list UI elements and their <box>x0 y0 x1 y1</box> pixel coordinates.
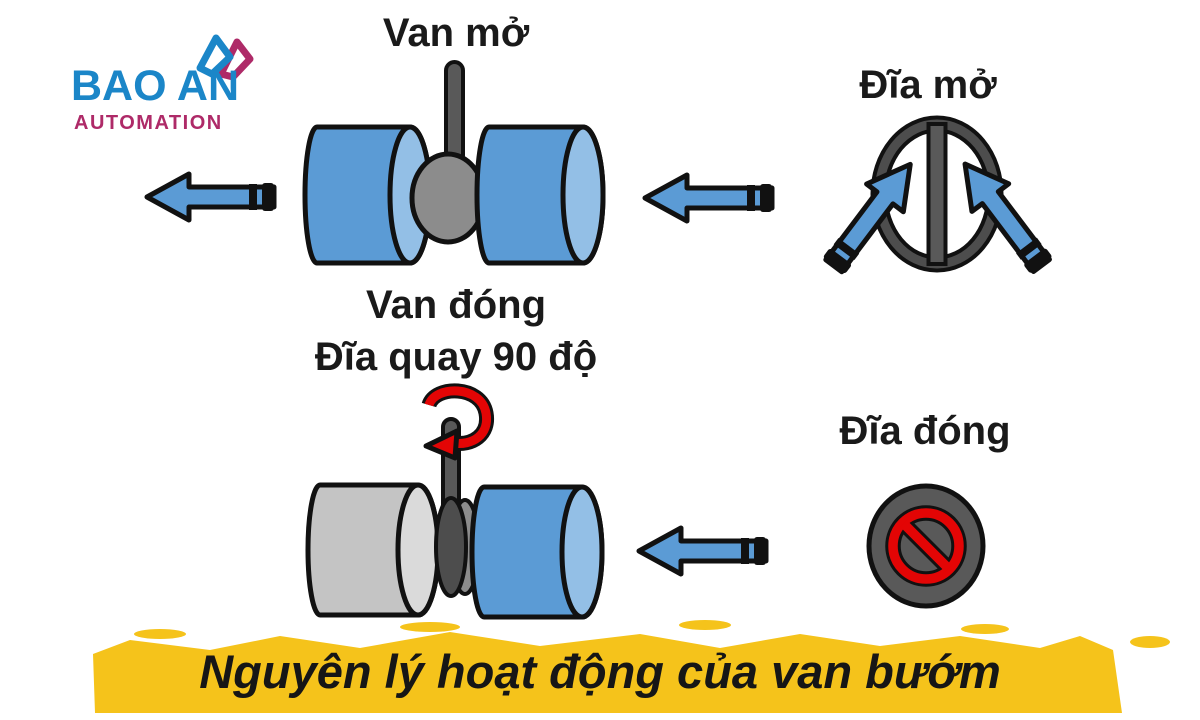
closed-valve-illustration <box>305 383 605 620</box>
logo-infinity-icon <box>196 34 254 81</box>
flow-arrow-bottom-icon <box>633 521 773 581</box>
label-disc-open: Đĩa mở <box>859 63 997 107</box>
label-valve-closed: Van đóng <box>366 283 546 327</box>
label-disc-closed: Đĩa đóng <box>839 409 1011 453</box>
pipe-right-end <box>560 124 606 266</box>
valve-stem <box>444 60 465 166</box>
rotation-arrow-icon <box>421 383 494 461</box>
disc-open-illustration <box>813 115 1069 296</box>
valve-body <box>409 151 487 245</box>
closed-disc-edge <box>434 496 468 598</box>
baoan-logo: BAO AN AUTOMATION <box>58 28 273 140</box>
disc-edge-bar <box>926 122 948 266</box>
flow-arrow-inlet-icon <box>639 168 779 228</box>
label-valve-open: Van mở <box>382 11 530 55</box>
disc-closed-illustration <box>866 483 986 609</box>
banner-title: Nguyên lý hoạt động của van bướm <box>199 645 1001 698</box>
pipe-left-gray-end <box>395 482 441 618</box>
pipe-right-end <box>559 484 605 620</box>
no-entry-icon <box>885 505 967 587</box>
logo-brand-text: BAO AN <box>71 62 240 110</box>
logo-subtitle-text: AUTOMATION <box>74 112 223 134</box>
label-disc-rotate: Đĩa quay 90 độ <box>314 335 598 379</box>
open-valve-illustration <box>302 60 606 266</box>
title-banner-brush <box>93 620 1170 713</box>
flow-arrow-left-icon <box>141 167 281 227</box>
